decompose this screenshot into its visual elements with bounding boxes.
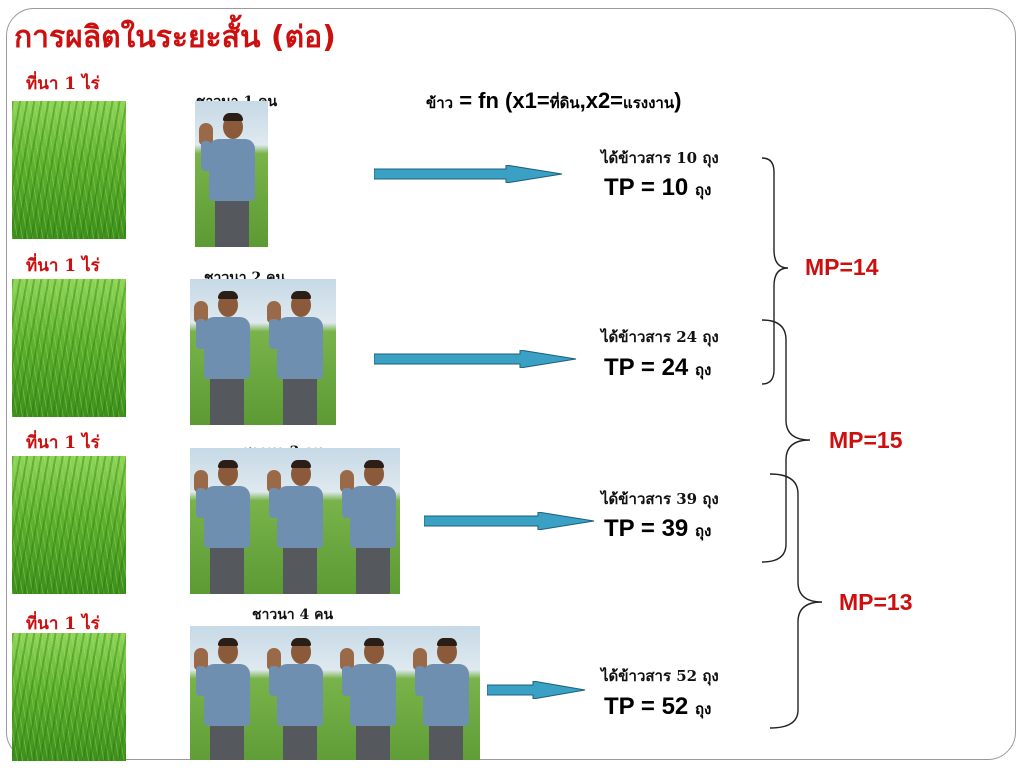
field-label: ที่นา 1 ไร่ xyxy=(26,74,100,94)
formula-output: ข้าว xyxy=(426,94,454,112)
arrow-right-icon xyxy=(374,165,563,183)
rice-output-text: ได้ข้าวสาร 39 ถุง xyxy=(601,490,719,508)
rice-output-text: ได้ข้าวสาร 52 ถุง xyxy=(601,667,719,685)
farmer-figure xyxy=(190,626,263,760)
arrow-right-icon xyxy=(424,512,595,530)
rice-output-text: ได้ข้าวสาร 24 ถุง xyxy=(601,328,719,346)
total-product: TP = 10 ถุง xyxy=(604,174,711,202)
tp-unit: ถุง xyxy=(694,361,712,379)
farmer-figure xyxy=(263,448,336,594)
tp-value: TP = 10 xyxy=(604,174,689,201)
rice-field-image xyxy=(12,101,126,239)
rice-field-image xyxy=(12,633,126,761)
arrow-right-icon xyxy=(487,681,586,699)
formula-close: ) xyxy=(674,88,682,113)
farmer-figure xyxy=(190,279,263,425)
marginal-product: MP=13 xyxy=(839,589,913,615)
tp-value: TP = 39 xyxy=(604,515,689,542)
formula-input-land: ที่ดิน xyxy=(549,94,580,112)
production-function: ข้าว = fn (x1=ที่ดิน,x2=แรงงาน) xyxy=(426,88,681,115)
farmer-figure xyxy=(336,448,400,594)
field-label: ที่นา 1 ไร่ xyxy=(26,614,100,634)
slide-frame xyxy=(6,8,1016,760)
farmer-photo xyxy=(190,448,400,594)
farmer-figure xyxy=(190,448,263,594)
farmer-photo xyxy=(195,101,269,247)
farmer-figure xyxy=(336,626,409,760)
farmer-figure xyxy=(195,101,268,247)
farmer-figure xyxy=(409,626,480,760)
total-product: TP = 39 ถุง xyxy=(604,515,711,543)
rice-output-text: ได้ข้าวสาร 10 ถุง xyxy=(601,149,719,167)
rice-field-image xyxy=(12,456,126,594)
tp-value: TP = 52 xyxy=(604,693,689,720)
tp-value: TP = 24 xyxy=(604,354,689,381)
farmer-figure xyxy=(263,279,336,425)
field-label: ที่นา 1 ไร่ xyxy=(26,433,100,453)
formula-eq: = fn (x1= xyxy=(453,88,550,113)
farmer-count-label: ชาวนา 4 คน xyxy=(252,607,334,623)
marginal-product: MP=14 xyxy=(805,254,879,280)
total-product: TP = 52 ถุง xyxy=(604,693,711,721)
formula-input-labor: แรงงาน xyxy=(623,94,675,112)
marginal-product: MP=15 xyxy=(829,427,903,453)
tp-unit: ถุง xyxy=(694,181,712,199)
field-label: ที่นา 1 ไร่ xyxy=(26,256,100,276)
total-product: TP = 24 ถุง xyxy=(604,354,711,382)
formula-sep: ,x2= xyxy=(579,88,624,113)
tp-unit: ถุง xyxy=(694,700,712,718)
tp-unit: ถุง xyxy=(694,522,712,540)
arrow-right-icon xyxy=(374,350,577,368)
farmer-photo xyxy=(190,626,480,760)
farmer-photo xyxy=(190,279,338,425)
rice-field-image xyxy=(12,279,126,417)
slide-title: การผลิตในระยะสั้น (ต่อ) xyxy=(14,20,336,55)
farmer-figure xyxy=(263,626,336,760)
